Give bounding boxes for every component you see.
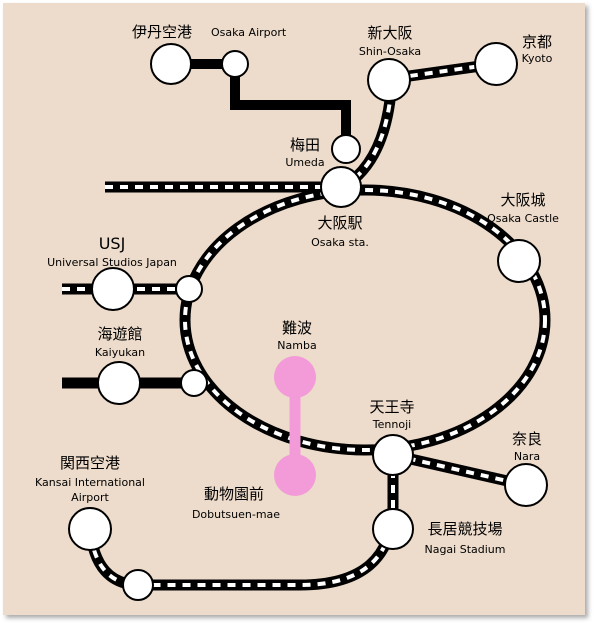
- label-nara-jp: 奈良: [512, 430, 542, 448]
- label-dobutsuen-mae-jp: 動物園前: [204, 485, 264, 503]
- station-labels: 伊丹空港 Osaka Airport 新大阪 Shin-Osaka 京都 Kyo…: [35, 23, 559, 556]
- rail-lines: [62, 58, 551, 591]
- label-nagai-stadium-en: Nagai Stadium: [424, 543, 505, 556]
- label-kaiyukan-jp: 海遊館: [97, 325, 142, 343]
- station-shin-osaka[interactable]: [367, 58, 411, 102]
- label-kyoto-en: Kyoto: [522, 52, 553, 65]
- label-usj-en: Universal Studios Japan: [47, 256, 177, 269]
- station-markers: [68, 42, 548, 601]
- label-nara-en: Nara: [514, 450, 540, 463]
- station-osaka-airport[interactable]: [150, 43, 192, 85]
- station-kansai-airport[interactable]: [68, 507, 112, 551]
- osaka-airport-line: [172, 59, 351, 148]
- label-usj-jp: USJ: [99, 234, 126, 253]
- station-dobutsuen-mae[interactable]: [274, 454, 316, 496]
- station-tennoji[interactable]: [372, 434, 414, 476]
- label-shin-osaka-jp: 新大阪: [367, 24, 412, 42]
- station-nara[interactable]: [504, 463, 548, 507]
- label-osaka-airport-jp: 伊丹空港: [132, 23, 192, 41]
- station-nagai-stadium[interactable]: [372, 508, 414, 550]
- label-osaka-airport-en: Osaka Airport: [211, 26, 287, 39]
- station-namba[interactable]: [274, 356, 316, 398]
- label-namba-en: Namba: [277, 339, 316, 352]
- label-tennoji-en: Tennoji: [372, 418, 411, 431]
- loop-line: [179, 184, 551, 456]
- station-loop-west-1[interactable]: [175, 275, 203, 303]
- label-namba-jp: 難波: [282, 319, 312, 337]
- label-osaka-sta-jp: 大阪駅: [317, 214, 362, 232]
- label-osaka-castle-jp: 大阪城: [500, 191, 545, 209]
- nara-line: [391, 449, 527, 491]
- label-nagai-stadium-jp: 長居競技場: [427, 520, 502, 538]
- station-loop-west-2[interactable]: [180, 369, 208, 397]
- label-osaka-sta-en: Osaka sta.: [311, 236, 369, 249]
- label-dobutsuen-mae-en: Dobutsuen-mae: [192, 508, 280, 521]
- station-osaka-sta[interactable]: [320, 166, 362, 208]
- label-osaka-castle-en: Osaka Castle: [487, 212, 559, 225]
- label-kansai-airport-en-2: Airport: [71, 491, 109, 504]
- label-umeda-en: Umeda: [285, 156, 324, 169]
- label-umeda-jp: 梅田: [290, 136, 320, 154]
- label-kansai-airport-jp: 関西空港: [60, 454, 120, 472]
- station-usj[interactable]: [91, 267, 135, 311]
- label-kyoto-jp: 京都: [522, 33, 552, 51]
- station-umeda[interactable]: [331, 134, 361, 164]
- station-kyoto[interactable]: [474, 42, 518, 86]
- label-shin-osaka-en: Shin-Osaka: [359, 45, 421, 58]
- label-tennoji-jp: 天王寺: [369, 398, 414, 416]
- station-osaka-airport-monorail[interactable]: [221, 50, 249, 78]
- label-kansai-airport-en-1: Kansai International: [35, 476, 145, 489]
- station-osaka-castle[interactable]: [497, 239, 541, 283]
- station-kansai-line-mid[interactable]: [122, 569, 154, 601]
- station-kaiyukan[interactable]: [97, 361, 141, 405]
- label-kaiyukan-en: Kaiyukan: [95, 346, 145, 359]
